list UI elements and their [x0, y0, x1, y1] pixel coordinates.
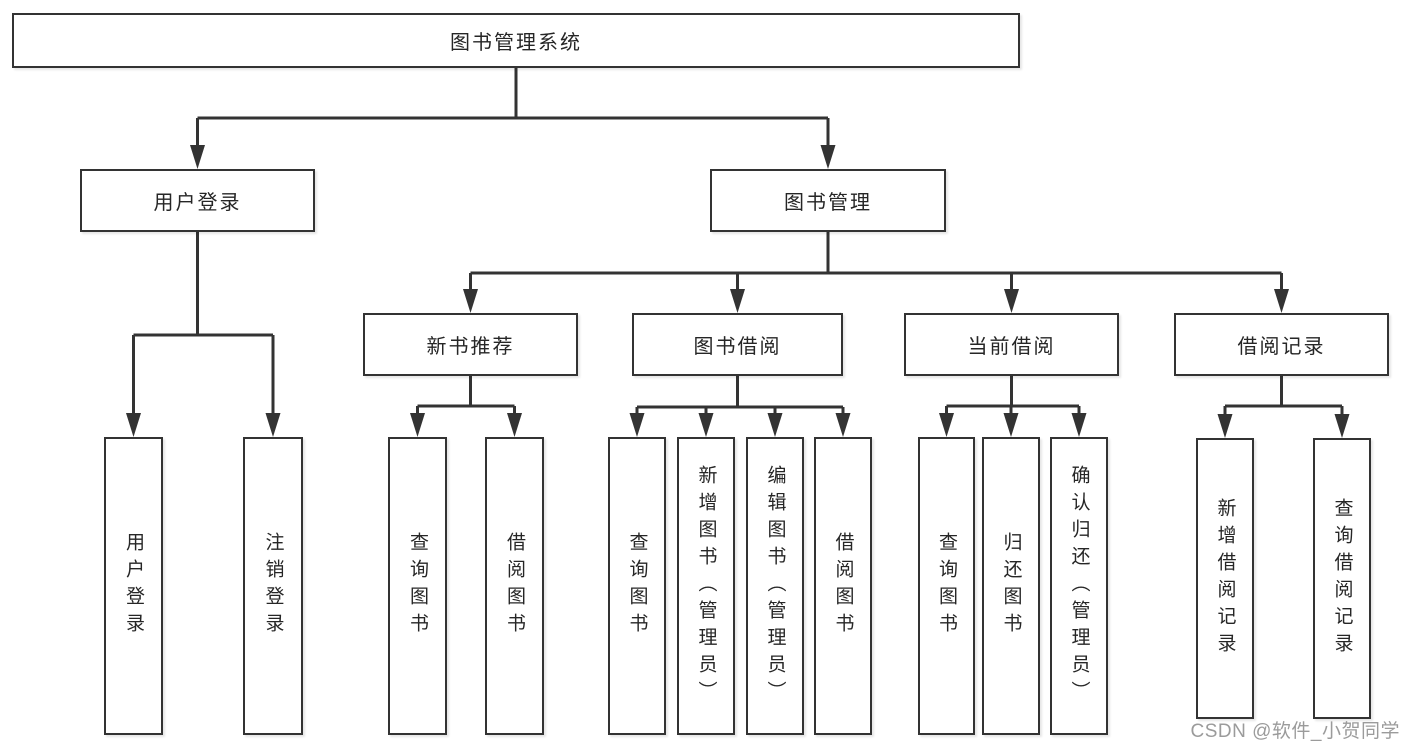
leaf-label: 新增借阅记录 — [1214, 497, 1236, 660]
leaf-label: 借阅图书 — [504, 532, 525, 640]
leaf-label: 确认归还（管理员） — [1068, 464, 1090, 708]
leaf-borrowing-borrow-books: 借阅图书 — [814, 437, 872, 735]
leaf-borrowing-add-books-admin: 新增图书（管理员） — [677, 437, 735, 735]
node-label: 当前借阅 — [967, 336, 1056, 358]
leaf-borrowing-query-books: 查询图书 — [608, 437, 666, 735]
leaf-current-return-books: 归还图书 — [982, 437, 1040, 735]
connector-new-book-children — [410, 376, 522, 437]
node-borrowing-records: 借阅记录 — [1174, 313, 1389, 376]
node-library-system: 图书管理系统 — [12, 13, 1020, 68]
leaf-label: 查询借阅记录 — [1331, 497, 1353, 660]
leaf-label: 借阅图书 — [832, 532, 854, 640]
node-label: 借阅记录 — [1237, 336, 1326, 358]
leaf-current-query-books: 查询图书 — [918, 437, 975, 735]
connector-root-to-level2 — [190, 68, 836, 169]
node-new-book-recommendation: 新书推荐 — [363, 313, 578, 376]
node-label: 用户登录 — [153, 192, 242, 214]
node-label: 图书借阅 — [693, 336, 782, 358]
leaf-label: 查询图书 — [626, 532, 648, 640]
leaf-label: 归还图书 — [1000, 532, 1022, 640]
leaf-borrowing-edit-books-admin: 编辑图书（管理员） — [746, 437, 804, 735]
leaf-newbooks-query-books: 查询图书 — [388, 437, 447, 735]
leaf-newbooks-borrow-books: 借阅图书 — [485, 437, 544, 735]
node-label: 新书推荐 — [426, 336, 515, 358]
leaf-label: 用户登录 — [123, 532, 144, 640]
node-label: 图书管理系统 — [450, 32, 582, 54]
connector-user-login-children — [126, 232, 281, 437]
connector-current-borrowing-children — [939, 376, 1087, 437]
leaf-user-login: 用户登录 — [104, 437, 163, 735]
leaf-current-confirm-return-admin: 确认归还（管理员） — [1050, 437, 1108, 735]
leaf-label: 新增图书（管理员） — [695, 464, 717, 708]
connector-book-management-children — [463, 232, 1289, 313]
node-book-borrowing: 图书借阅 — [632, 313, 843, 376]
leaf-label: 查询图书 — [936, 532, 957, 640]
connector-book-borrowing-children — [629, 376, 851, 437]
leaf-logout-login: 注销登录 — [243, 437, 303, 735]
node-current-borrowing: 当前借阅 — [904, 313, 1119, 376]
node-label: 图书管理 — [784, 192, 872, 214]
leaf-records-query-record: 查询借阅记录 — [1313, 438, 1371, 719]
csdn-watermark: CSDN @软件_小贺同学 — [1190, 721, 1400, 742]
node-book-management: 图书管理 — [710, 169, 946, 232]
leaf-label: 编辑图书（管理员） — [764, 464, 786, 708]
leaf-label: 查询图书 — [407, 532, 428, 640]
leaf-label: 注销登录 — [262, 532, 284, 640]
node-user-login: 用户登录 — [80, 169, 315, 232]
connector-borrowing-records-children — [1217, 376, 1350, 438]
leaf-records-add-record: 新增借阅记录 — [1196, 438, 1254, 719]
